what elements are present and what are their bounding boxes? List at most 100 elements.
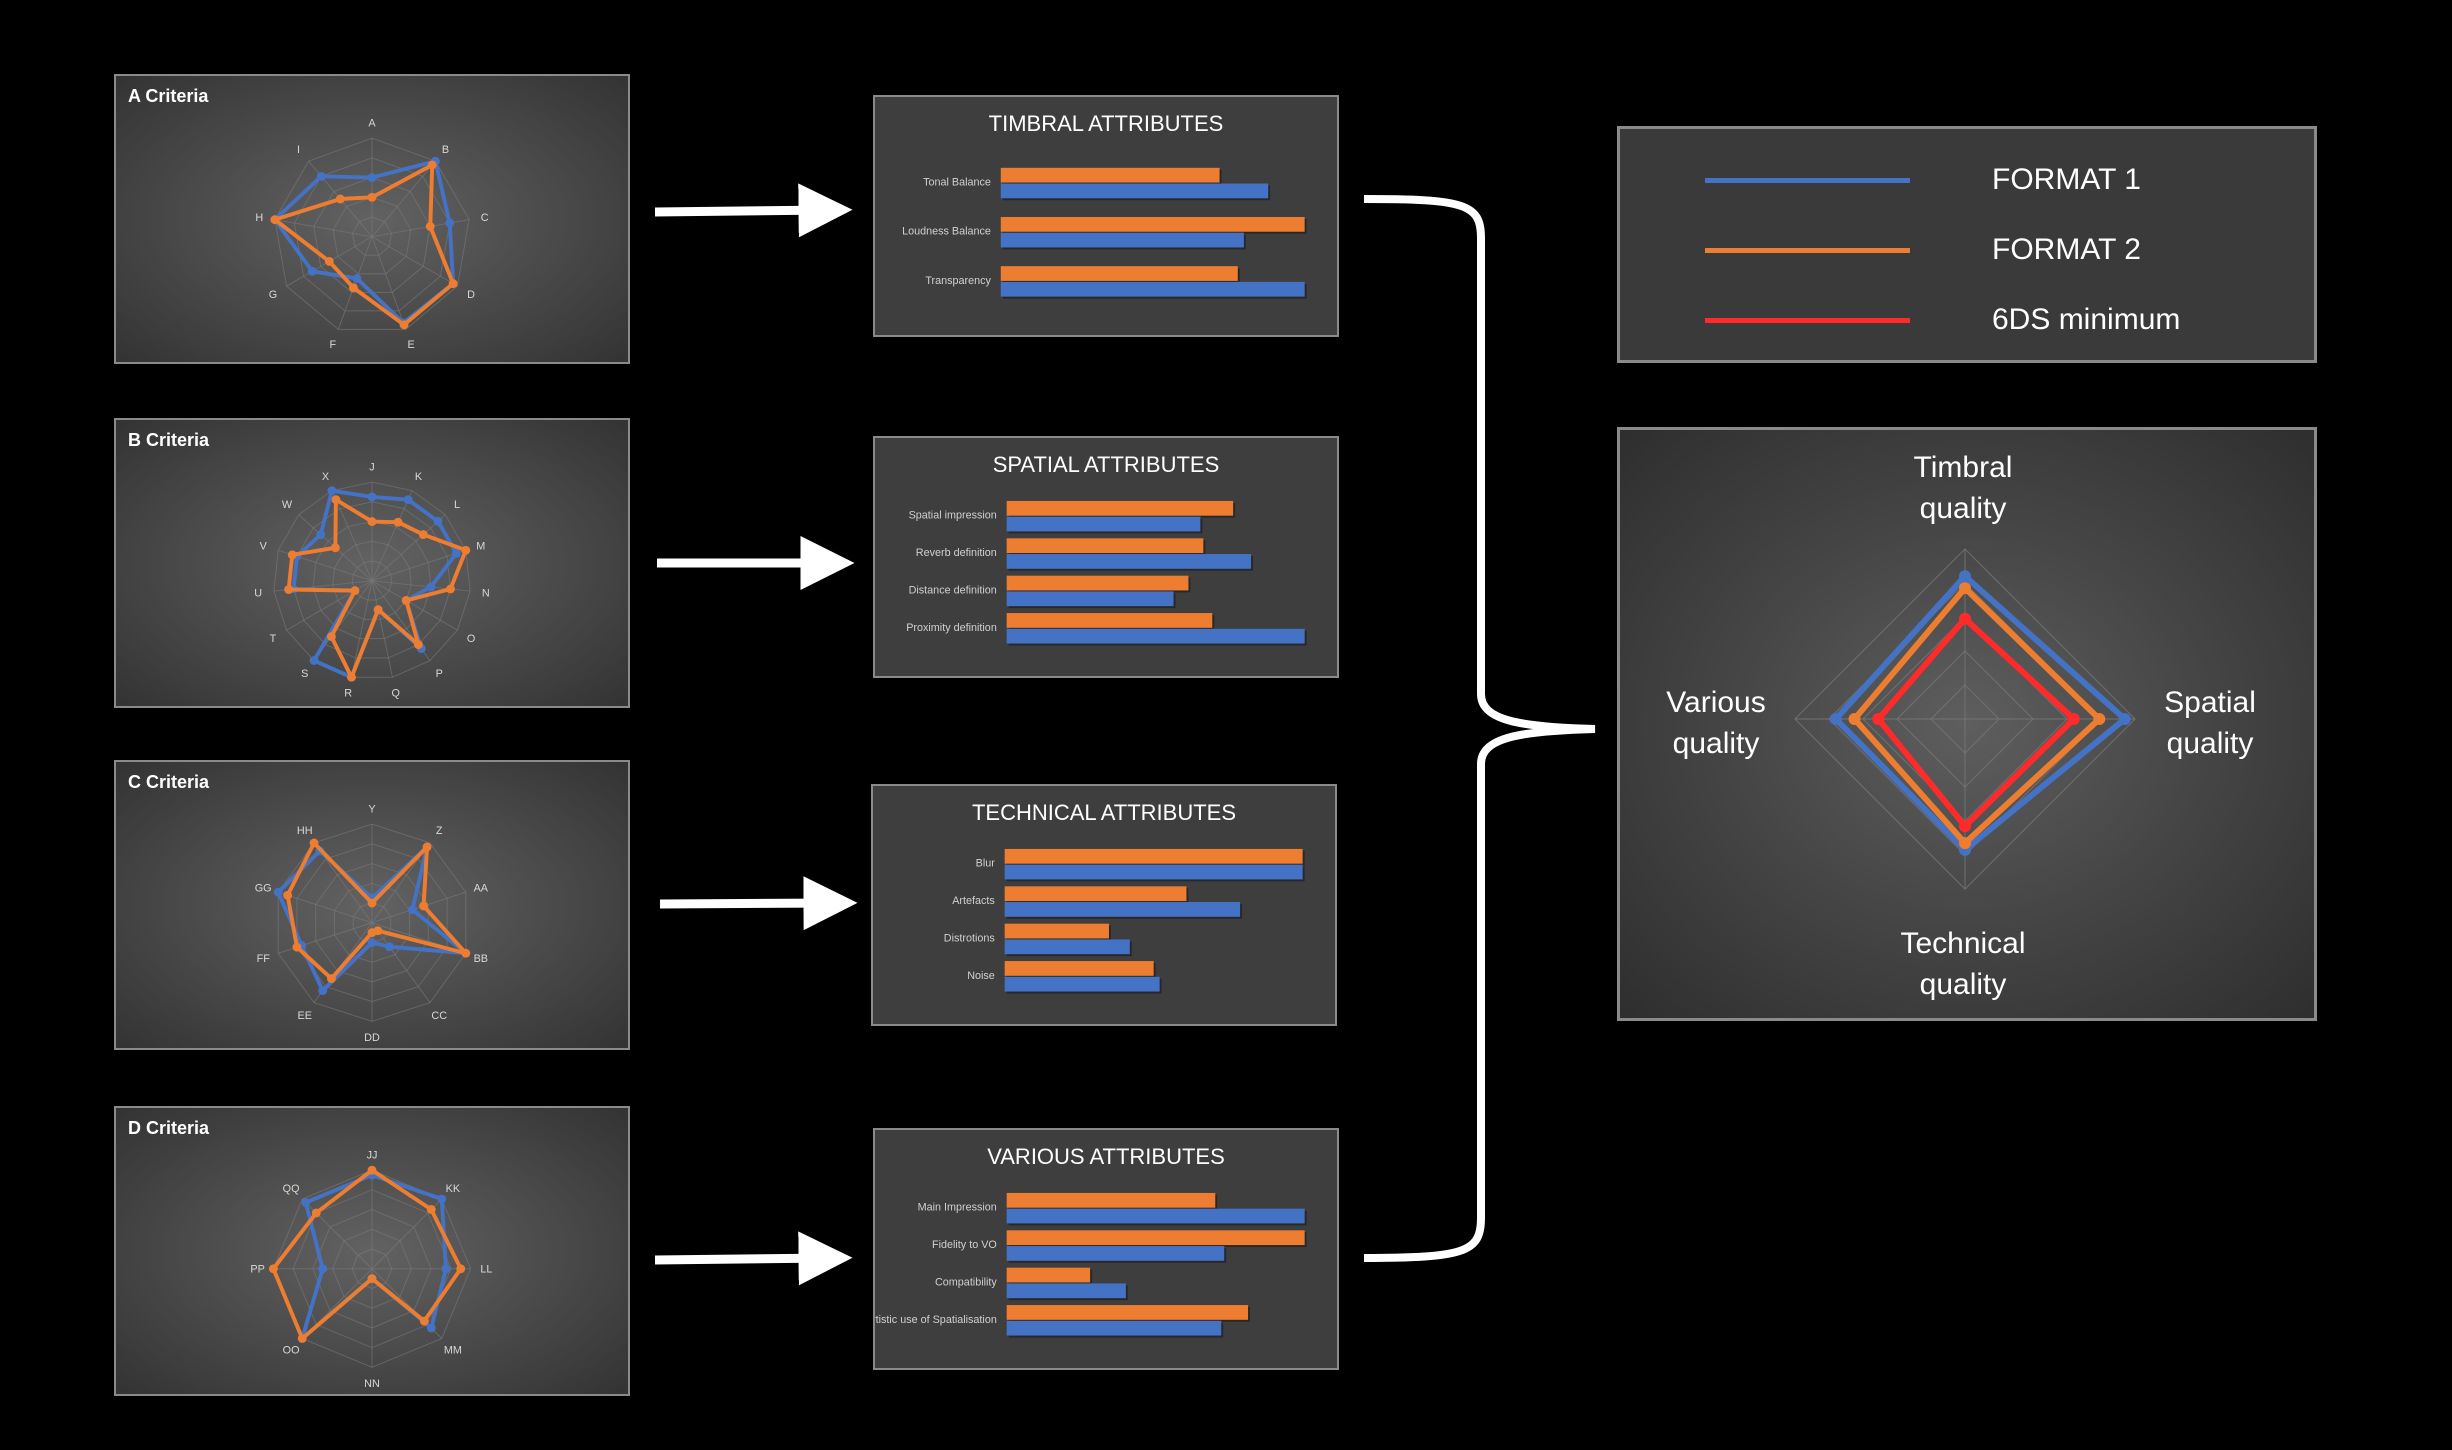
data-point — [283, 890, 293, 900]
legend-item-format-2: FORMAT 2 — [1620, 231, 2314, 271]
axis-tick-label: X — [322, 471, 329, 483]
radar-spoke — [278, 891, 373, 924]
series-line-format-1 — [272, 159, 456, 325]
data-point — [367, 492, 377, 502]
data-point — [307, 266, 317, 276]
radar-spoke — [371, 891, 466, 924]
legend-label: FORMAT 2 — [1992, 233, 2141, 266]
radar-spoke — [371, 219, 470, 238]
data-point — [1959, 570, 1971, 583]
axis-label-timbral: Timbral quality — [1913, 451, 2013, 525]
data-point — [309, 838, 319, 848]
bar-format-2 — [1004, 961, 1154, 976]
legend-label: 6DS minimum — [1992, 303, 2181, 336]
data-point — [1959, 837, 1971, 850]
data-point — [1872, 713, 1885, 725]
data-point — [331, 495, 341, 505]
data-point — [1959, 582, 1971, 595]
data-point — [441, 1264, 451, 1274]
data-point — [350, 586, 360, 596]
radar-gridline — [332, 196, 412, 275]
category-label: Blur — [976, 858, 996, 870]
bar-format-1 — [1004, 939, 1130, 955]
arrow-a-to-timbral — [654, 183, 853, 238]
axis-tick-label: KK — [446, 1183, 461, 1195]
axis-tick-label: Z — [436, 825, 443, 837]
bar-format-1 — [1004, 864, 1303, 880]
summary-quality-panel: Timbral quality Spatial quality Technica… — [1617, 427, 2317, 1021]
legend-swatch — [1705, 318, 1910, 323]
axis-tick-label: N — [482, 588, 490, 600]
data-point — [268, 1264, 278, 1274]
data-point — [311, 1208, 321, 1218]
radar-spoke — [274, 219, 373, 238]
axis-label-various: Various quality — [1666, 686, 1766, 760]
axis-tick-label: GG — [255, 882, 272, 894]
axis-tick-label: H — [255, 212, 263, 224]
axis-tick-label: JJ — [367, 1149, 378, 1161]
bar-format-2 — [1006, 575, 1189, 591]
axis-tick-label: C — [481, 212, 489, 224]
bar-format-2 — [1000, 216, 1305, 232]
data-point — [2067, 713, 2080, 725]
category-label: Distance definition — [909, 584, 997, 596]
radar-spoke — [371, 160, 436, 238]
radar-gridline — [351, 560, 393, 601]
axis-tick-label: NN — [364, 1378, 380, 1390]
data-point — [425, 222, 435, 231]
axis-tick-label: PP — [250, 1264, 264, 1276]
data-point — [448, 279, 458, 289]
axis-tick-label: EE — [298, 1010, 312, 1022]
data-point — [2118, 713, 2131, 725]
axis-tick-label: F — [330, 339, 337, 351]
legend-label: FORMAT 1 — [1992, 163, 2141, 196]
bar-format-1 — [1006, 554, 1252, 569]
data-point — [426, 582, 436, 592]
bar-format-1 — [1006, 516, 1201, 532]
merge-brace — [1363, 195, 1596, 1262]
axis-tick-label: E — [408, 339, 415, 351]
bar-format-1 — [1006, 1320, 1222, 1336]
category-label: Main Impression — [918, 1202, 997, 1214]
data-point — [367, 192, 377, 202]
radar-spoke — [371, 236, 407, 330]
bar-format-2 — [1006, 1267, 1091, 1283]
data-point — [399, 320, 409, 330]
data-point — [426, 1323, 436, 1333]
axis-tick-label: K — [415, 471, 423, 483]
data-point — [367, 898, 377, 908]
arrow-c-to-technical — [659, 876, 858, 931]
data-point — [419, 901, 429, 911]
data-point — [393, 517, 403, 527]
data-point — [413, 640, 423, 650]
bar-format-1 — [1004, 976, 1160, 992]
radar-spoke — [371, 490, 413, 581]
legend-swatch — [1705, 178, 1910, 183]
series-line-format-2 — [272, 163, 456, 327]
bar-format-2 — [1006, 613, 1213, 628]
radar-spoke — [371, 236, 458, 287]
data-point — [367, 1165, 377, 1175]
legend-item-format-1: FORMAT 1 — [1620, 161, 2314, 201]
axis-tick-label: T — [270, 633, 277, 645]
data-point — [349, 283, 358, 293]
axis-tick-label: CC — [431, 1010, 447, 1022]
series-line-format-2 — [286, 497, 468, 680]
radar-spoke — [371, 514, 446, 582]
axis-tick-label: R — [344, 688, 352, 700]
data-point — [456, 1264, 466, 1274]
data-point — [326, 974, 336, 984]
bar-format-1 — [1000, 281, 1305, 297]
bar-format-1 — [1006, 1283, 1126, 1299]
data-point — [2093, 713, 2106, 725]
